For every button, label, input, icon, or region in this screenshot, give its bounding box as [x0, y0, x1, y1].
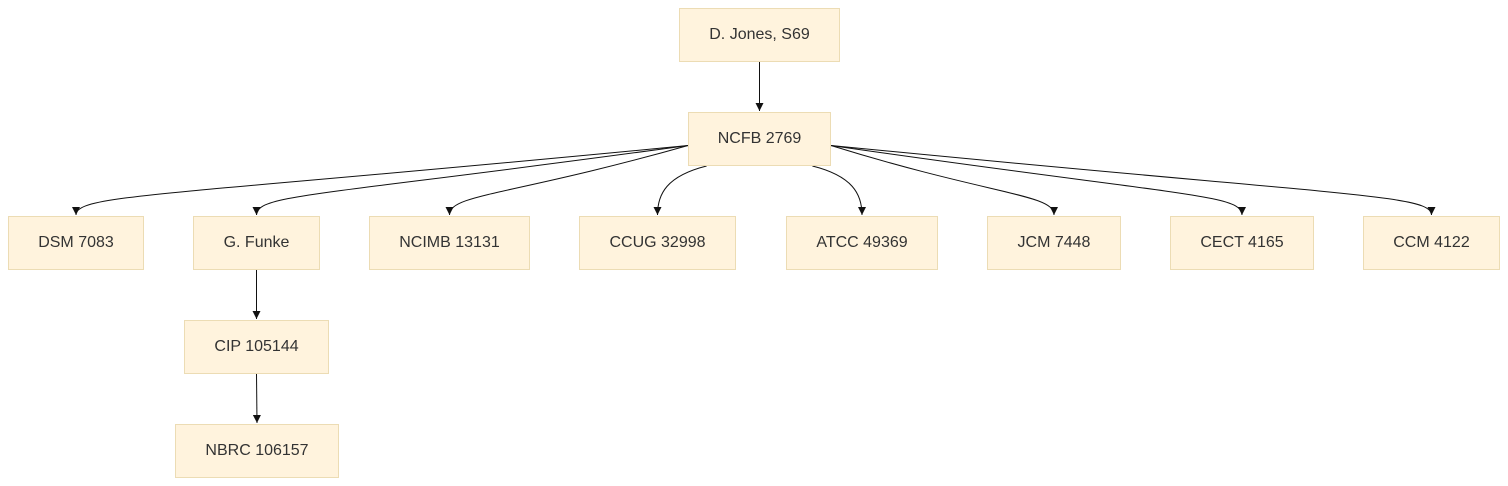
node-label: CIP 105144	[214, 338, 299, 355]
node-ccug-32998[interactable]: CCUG 32998	[579, 216, 736, 270]
node-label: D. Jones, S69	[709, 26, 810, 43]
node-ccm-4122[interactable]: CCM 4122	[1363, 216, 1500, 270]
edge-cip-to-nbrc	[252, 373, 261, 424]
edge-ncfb-to-cect	[830, 144, 1246, 216]
node-label: CCM 4122	[1393, 234, 1470, 251]
node-dsm-7083[interactable]: DSM 7083	[8, 216, 144, 270]
node-label: NCFB 2769	[717, 130, 802, 147]
node-atcc-49369[interactable]: ATCC 49369	[786, 216, 938, 270]
node-nbrc-106157[interactable]: NBRC 106157	[175, 424, 339, 478]
edge-ncfb-to-dsm	[72, 144, 689, 216]
node-label: JCM 7448	[1017, 234, 1091, 251]
node-label: G. Funke	[223, 234, 290, 251]
node-jcm-7448[interactable]: JCM 7448	[987, 216, 1121, 270]
node-d-jones-s69[interactable]: D. Jones, S69	[679, 8, 840, 62]
edge-ncfb-to-ncimb	[445, 144, 689, 216]
node-label: DSM 7083	[38, 234, 114, 251]
node-label: CECT 4165	[1200, 234, 1284, 251]
node-label: NCIMB 13131	[399, 234, 500, 251]
node-ncimb-13131[interactable]: NCIMB 13131	[369, 216, 530, 270]
node-label: NBRC 106157	[205, 442, 309, 459]
edge-ncfb-to-atcc	[812, 165, 866, 216]
edge-ncfb-to-ccm	[830, 144, 1436, 216]
node-cect-4165[interactable]: CECT 4165	[1170, 216, 1314, 270]
node-ncfb-2769[interactable]: NCFB 2769	[688, 112, 831, 166]
edge-ncfb-to-jcm	[830, 145, 1058, 216]
node-label: ATCC 49369	[816, 234, 908, 251]
edge-ncfb-to-funke	[252, 144, 689, 216]
node-label: CCUG 32998	[609, 234, 706, 251]
node-g-funke[interactable]: G. Funke	[193, 216, 320, 270]
node-cip-105144[interactable]: CIP 105144	[184, 320, 329, 374]
edge-ncfb-to-ccug	[653, 165, 707, 216]
